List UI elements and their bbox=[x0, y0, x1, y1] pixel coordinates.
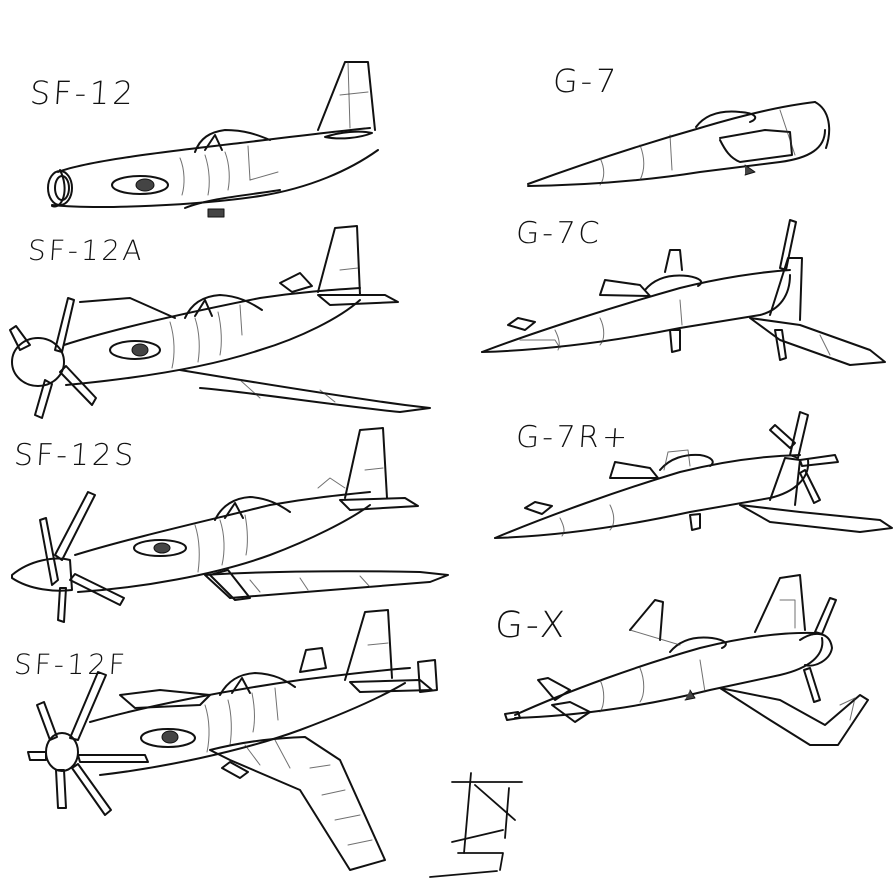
aircraft-gx-drawing bbox=[504, 574, 869, 746]
aircraft-g7rplus-drawing bbox=[494, 411, 893, 539]
label-sf12a: SF-12A bbox=[26, 234, 146, 267]
aircraft-g7c-drawing bbox=[481, 219, 886, 366]
label-g7rplus: G-7R+ bbox=[514, 420, 632, 455]
aircraft-sf12s-drawing bbox=[11, 427, 449, 623]
aircraft-g7-drawing bbox=[527, 101, 831, 187]
aircraft-sf12-drawing bbox=[47, 61, 379, 218]
artist-signature-mark bbox=[429, 772, 523, 878]
label-sf12: SF-12 bbox=[28, 74, 138, 112]
aircraft-sf12a-drawing bbox=[9, 225, 431, 419]
aircraft-sf12f-drawing bbox=[27, 609, 438, 871]
label-sf12s: SF-12S bbox=[12, 438, 138, 473]
label-g7: G-7 bbox=[551, 62, 621, 100]
label-sf12f: SF-12F bbox=[12, 648, 129, 681]
label-gx: G-X bbox=[493, 605, 570, 646]
label-g7c: G-7C bbox=[514, 216, 604, 251]
